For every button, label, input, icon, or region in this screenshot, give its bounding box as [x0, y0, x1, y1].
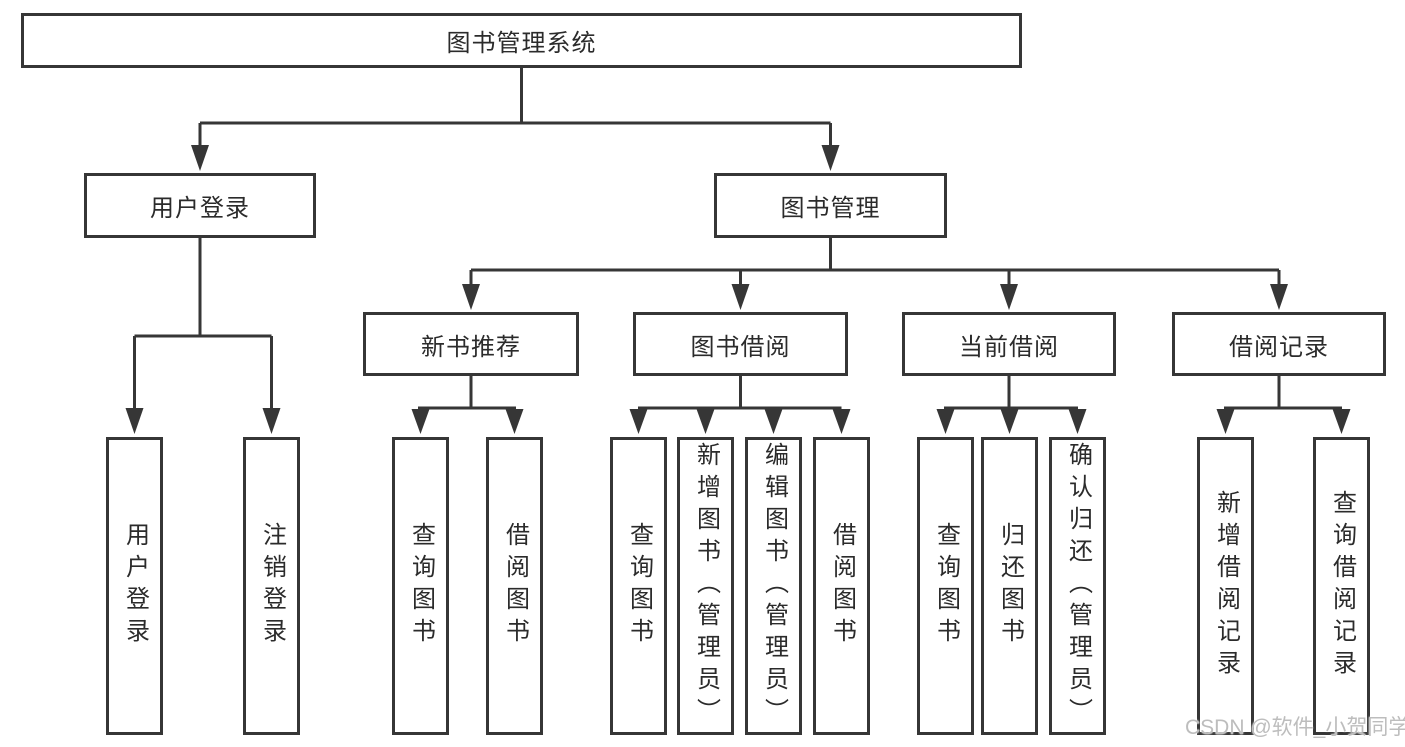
node-label: 图书借阅 [690, 333, 791, 361]
node-current-borrowing: 当前借阅 [902, 312, 1116, 376]
node-label: 编辑图书（管理员） [760, 442, 788, 730]
node-label: 查询图书 [625, 522, 653, 650]
node-label: 新书推荐 [421, 333, 521, 361]
leaf-confirm-return-admin: 确认归还（管理员） [1049, 437, 1106, 735]
leaf-logout: 注销登录 [243, 437, 300, 735]
leaf-user-login: 用户登录 [106, 437, 163, 735]
node-user-login: 用户登录 [84, 173, 316, 238]
node-label: 注销登录 [258, 522, 286, 650]
node-label: 新增图书（管理员） [692, 442, 720, 730]
node-label: 借阅图书 [501, 522, 529, 650]
leaf-add-borrow-record: 新增借阅记录 [1197, 437, 1254, 735]
node-label: 用户登录 [121, 522, 149, 650]
leaf-query-books-recommend: 查询图书 [392, 437, 449, 735]
node-new-book-recommend: 新书推荐 [363, 312, 579, 376]
node-borrowing-records: 借阅记录 [1172, 312, 1386, 376]
leaf-query-borrow-record: 查询借阅记录 [1313, 437, 1370, 735]
node-library-management-system: 图书管理系统 [21, 13, 1022, 68]
node-label: 查询图书 [932, 522, 960, 650]
node-label: 新增借阅记录 [1212, 490, 1240, 682]
node-book-borrowing: 图书借阅 [633, 312, 848, 376]
leaf-return-books: 归还图书 [981, 437, 1038, 735]
node-label: 图书管理 [780, 195, 881, 222]
leaf-query-books-borrowing: 查询图书 [610, 437, 667, 735]
node-label: 图书管理系统 [446, 30, 597, 57]
node-label: 确认归还（管理员） [1064, 442, 1092, 730]
leaf-borrow-books-borrowing: 借阅图书 [813, 437, 870, 735]
leaf-borrow-books-recommend: 借阅图书 [486, 437, 543, 735]
node-label: 当前借阅 [959, 333, 1059, 361]
node-label: 借阅图书 [828, 522, 856, 650]
node-label: 用户登录 [150, 195, 250, 222]
node-label: 查询图书 [407, 522, 435, 650]
node-label: 归还图书 [996, 522, 1024, 650]
leaf-edit-books-admin: 编辑图书（管理员） [745, 437, 802, 735]
node-label: 查询借阅记录 [1328, 490, 1356, 682]
leaf-add-books-admin: 新增图书（管理员） [677, 437, 734, 735]
node-label: 借阅记录 [1229, 333, 1329, 361]
node-book-management: 图书管理 [714, 173, 947, 238]
leaf-query-books-current: 查询图书 [917, 437, 974, 735]
watermark: CSDN @软件_小贺同学 [1185, 716, 1405, 739]
